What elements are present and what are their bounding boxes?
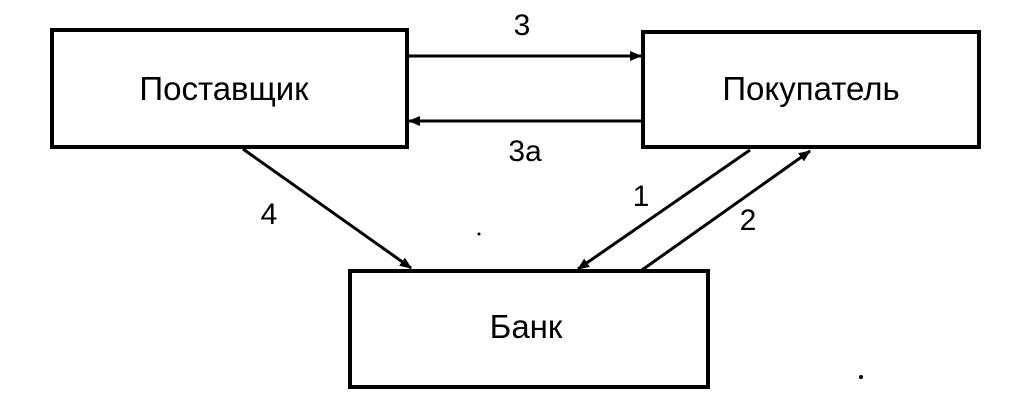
- bank-box: [348, 269, 710, 389]
- bank-node: Банк: [348, 269, 710, 389]
- edge-4-label: 4: [261, 198, 278, 231]
- scan-speck: [477, 232, 481, 236]
- supplier-label: Поставщик: [139, 70, 309, 107]
- supplier-box: [50, 28, 409, 149]
- scan-speck: [859, 375, 863, 379]
- edge-1-arrow: [577, 148, 751, 271]
- buyer-node: Покупатель: [641, 30, 981, 149]
- buyer-box: [641, 30, 981, 149]
- bank-label: Банк: [490, 308, 563, 345]
- edge-1-label: 1: [633, 180, 650, 213]
- buyer-label: Покупатель: [722, 70, 899, 107]
- edge-4-arrow: [242, 147, 412, 270]
- edge-3-label: 3: [514, 9, 531, 42]
- edge-2-label: 2: [740, 204, 757, 237]
- edge-2-arrow: [641, 149, 811, 272]
- supplier-node: Поставщик: [50, 28, 409, 149]
- edge-3a-label: 3а: [508, 135, 542, 168]
